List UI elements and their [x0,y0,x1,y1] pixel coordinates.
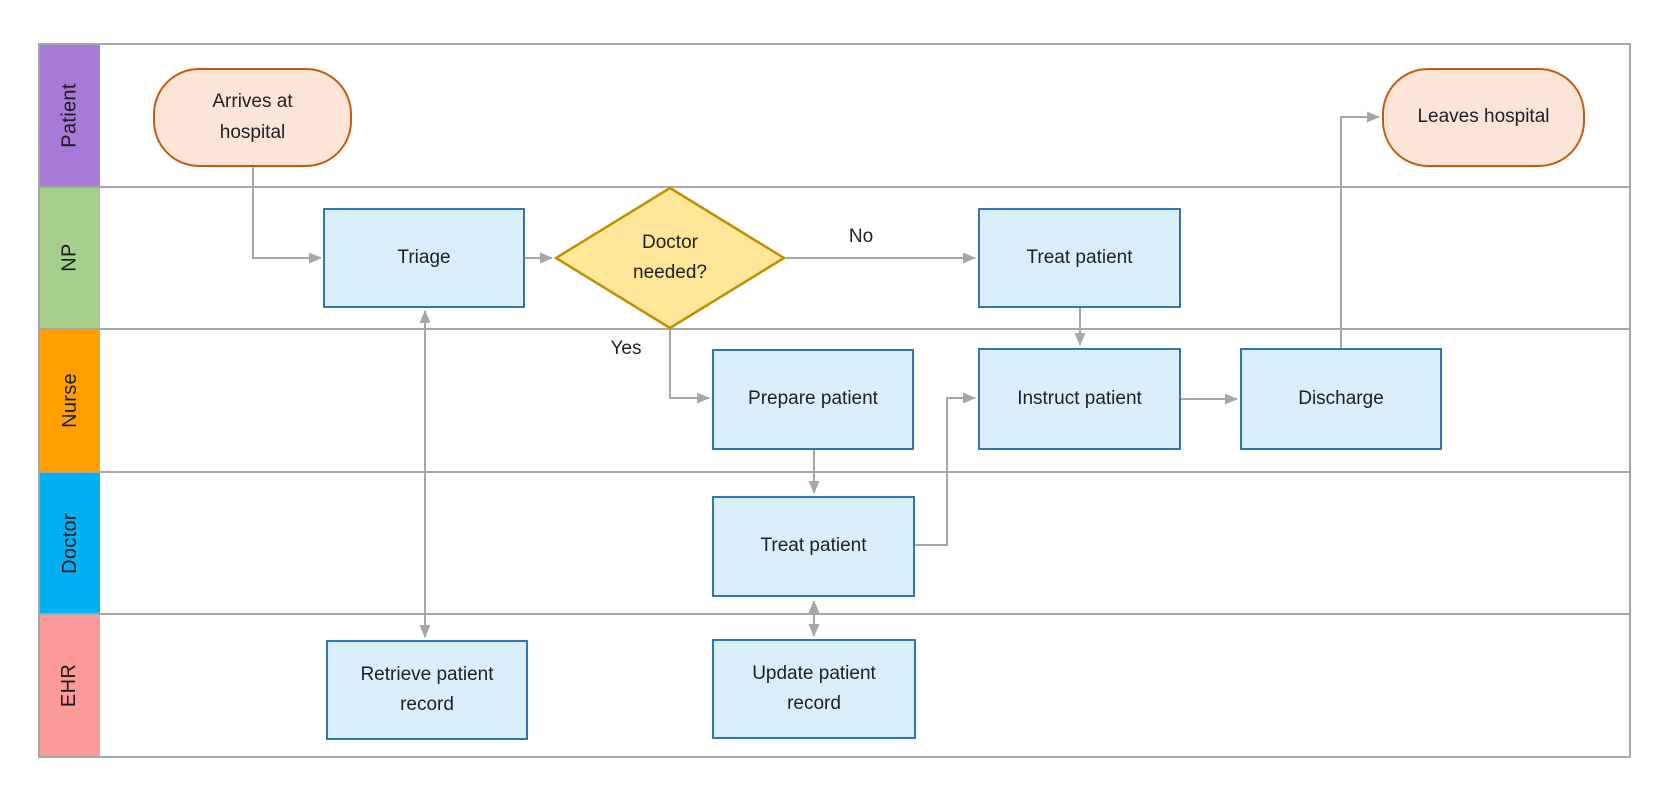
node-treat-patient-np: Treat patient [978,208,1181,308]
lane-patient: Patient [40,45,1629,186]
lane-header-doctor: Doctor [40,472,100,614]
edge-treat-doctor-to-instruct [915,392,976,546]
lane-header-ehr: EHR [40,615,100,756]
node-label: Leaves hospital [1417,106,1550,128]
node-instruct-patient: Instruct patient [978,348,1181,450]
node-retrieve-patient-record: Retrieve patient record [326,640,528,740]
node-update-patient-record: Update patient record [712,639,916,739]
node-label: Discharge [1298,387,1384,409]
edge-discharge-to-leaves [1340,111,1380,348]
node-arrives-at-hospital: Arrives at hospital [153,68,352,167]
node-doctor-needed-decision: Doctor needed? [554,186,786,330]
node-label: Update patient record [752,662,876,714]
node-label: Retrieve patient record [360,663,494,715]
edge-label-yes: Yes [610,338,642,359]
lane-header-np: NP [40,187,100,329]
lane-header-nurse: Nurse [40,330,100,471]
node-treat-patient-doctor: Treat patient [712,496,915,597]
edge-arrives-to-triage [252,167,322,264]
node-label: Treat patient [760,535,867,557]
node-label: Triage [397,246,451,268]
node-label: Doctor needed? [633,231,707,283]
node-triage: Triage [323,208,525,308]
lane-header-patient: Patient [40,45,100,186]
node-label: Arrives at hospital [212,91,293,143]
node-leaves-hospital: Leaves hospital [1382,68,1585,167]
diagram-frame: Patient NP Nurse Doctor EHR [38,43,1631,758]
node-label: Treat patient [1026,246,1133,268]
node-discharge: Discharge [1240,348,1442,450]
decision-diamond-shape [554,186,786,330]
lane-ehr: EHR [40,613,1629,756]
lane-np: NP [40,185,1629,329]
node-label: Instruct patient [1017,387,1142,409]
lane-nurse: Nurse [40,328,1629,471]
edge-decision-yes-to-prepare [669,330,710,404]
node-label: Prepare patient [748,388,878,410]
node-prepare-patient: Prepare patient [712,349,914,450]
edge-label-no: No [848,226,874,247]
lane-doctor: Doctor [40,470,1629,614]
